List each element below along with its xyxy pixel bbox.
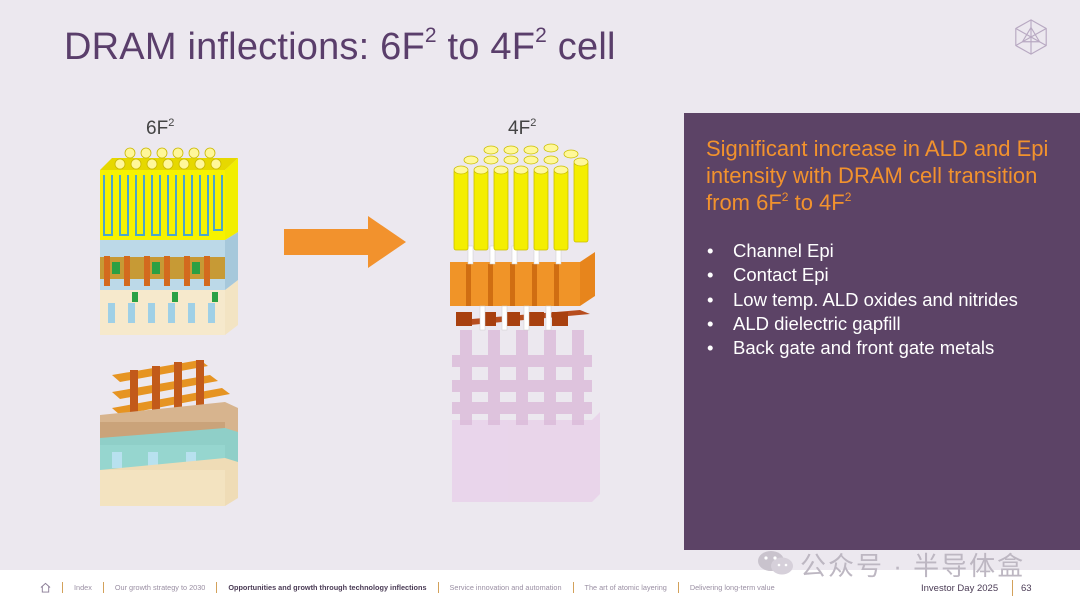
list-item: Channel Epi (706, 239, 1023, 264)
nav-link-long-term-value[interactable]: Delivering long-term value (689, 583, 775, 592)
label-6f2: 6F2 (146, 117, 175, 140)
list-item: Contact Epi (706, 263, 1023, 288)
label-4f2: 4F2 (508, 117, 537, 140)
dram-6f2-structure (100, 147, 238, 506)
nav-link-growth-strategy[interactable]: Our growth strategy to 2030 (114, 583, 206, 592)
list-item: Low temp. ALD oxides and nitrides (706, 288, 1023, 313)
arrow-right-icon (284, 216, 406, 268)
nav-link-service-innovation[interactable]: Service innovation and automation (449, 583, 562, 592)
watermark-text: 公众号 · 半导体盒 (800, 551, 1026, 581)
home-icon[interactable] (40, 582, 51, 593)
list-item: Back gate and front gate metals (706, 336, 1023, 361)
panel-heading: Significant increase in ALD and Epi inte… (706, 136, 1049, 215)
page-number: 63 (1021, 583, 1032, 594)
wechat-icon (758, 551, 793, 575)
nav-link-opportunities[interactable]: Opportunities and growth through technol… (228, 583, 427, 592)
nav-link-atomic-layering[interactable]: The art of atomic layering (584, 583, 667, 592)
dram-4f2-structure (450, 143, 600, 502)
event-name: Investor Day 2025 (921, 583, 999, 594)
nav-link-index[interactable]: Index (74, 583, 92, 592)
bullet-list: Channel Epi Contact Epi Low temp. ALD ox… (706, 239, 1023, 361)
footer-nav: Index Our growth strategy to 2030 Opport… (40, 582, 775, 593)
logo-icon (1015, 19, 1047, 55)
page-title: DRAM inflections: 6F2 to 4F2 cell (64, 24, 616, 68)
list-item: ALD dielectric gapfill (706, 312, 1023, 337)
info-panel: Significant increase in ALD and Epi inte… (684, 113, 1080, 550)
slide: DRAM inflections: 6F2 to 4F2 cell 6F2 4F… (0, 0, 1080, 570)
footer: Index Our growth strategy to 2030 Opport… (0, 570, 1080, 607)
